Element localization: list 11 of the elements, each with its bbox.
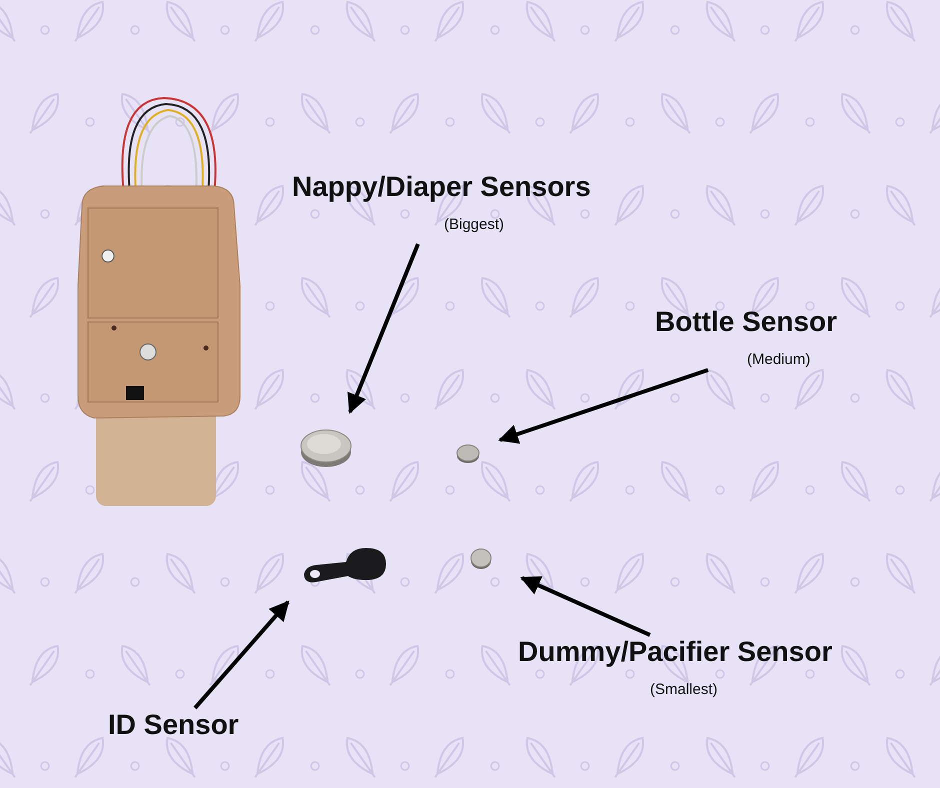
arrow bbox=[498, 368, 709, 444]
size-note: (Smallest) bbox=[650, 681, 718, 699]
sensor-label: Nappy/Diaper Sensors bbox=[292, 170, 591, 204]
size-note: (Biggest) bbox=[444, 216, 504, 234]
sensor-label: Bottle Sensor bbox=[655, 305, 838, 339]
size-note: (Medium) bbox=[747, 351, 810, 369]
sensor-label: ID Sensor bbox=[108, 708, 239, 742]
arrow bbox=[347, 243, 420, 414]
arrow bbox=[520, 576, 651, 637]
arrow bbox=[194, 600, 290, 710]
sensor-label: Dummy/Pacifier Sensor bbox=[518, 635, 832, 669]
